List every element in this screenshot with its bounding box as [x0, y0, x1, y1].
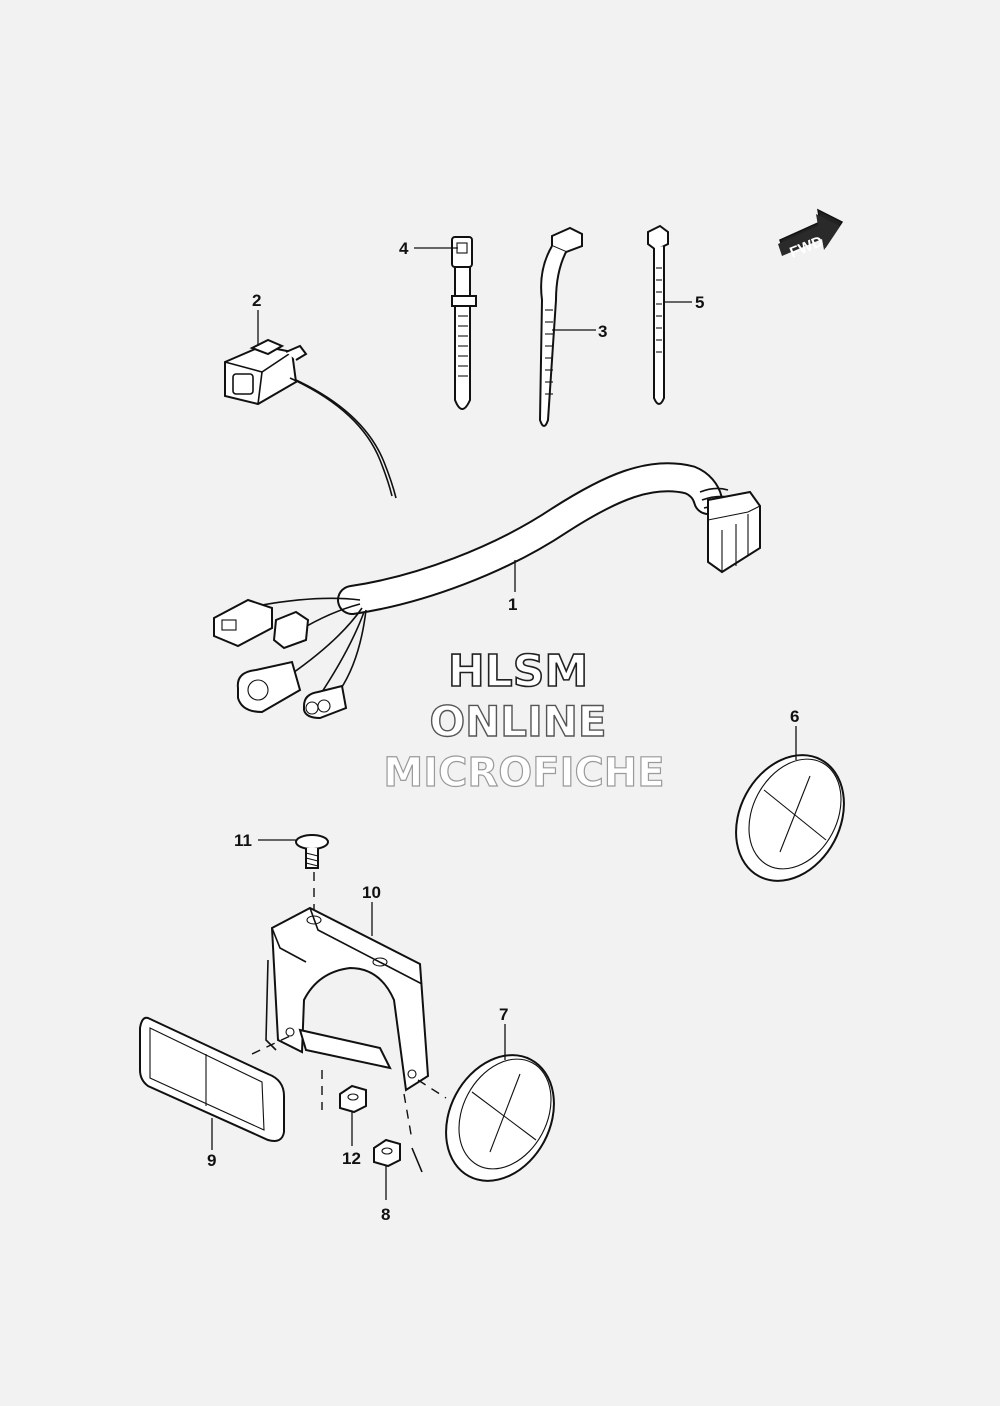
callout-9: 9: [207, 1151, 216, 1170]
nut-lower: [373, 1138, 401, 1168]
callout-8: 8: [381, 1205, 390, 1224]
callout-7: 7: [499, 1005, 508, 1024]
fwd-arrow-icon: FWD: [778, 208, 844, 262]
watermark-line3: MICROFICHE: [383, 750, 664, 796]
callout-5: 5: [695, 293, 704, 312]
callout-4: 4: [399, 239, 409, 258]
watermark-line1: HLSM: [448, 646, 588, 697]
switch-with-lead: [224, 338, 397, 499]
watermark: HLSM ONLINE MICROFICHE: [383, 645, 665, 796]
cable-tie-bent: [538, 226, 583, 427]
wiring-harness: [213, 462, 761, 720]
screw: [295, 834, 329, 918]
callout-numbers: 1 2 3 4 5 6 7 8 9 10 11 12: [207, 239, 799, 1224]
round-reflector-upper: [735, 754, 845, 882]
callout-1: 1: [508, 595, 517, 614]
callout-11: 11: [234, 831, 252, 850]
callout-6: 6: [790, 707, 799, 726]
nut-upper: [339, 1084, 367, 1114]
rectangular-reflector: [139, 1016, 285, 1142]
callout-2: 2: [252, 291, 261, 310]
mounting-bracket: [251, 906, 447, 1173]
leader-lines: [211, 247, 797, 1200]
callout-3: 3: [598, 322, 607, 341]
round-reflector-lower: [445, 1054, 555, 1182]
cable-strap-wide: [451, 236, 477, 410]
callout-12: 12: [342, 1149, 361, 1168]
callout-10: 10: [362, 883, 381, 902]
cable-tie-straight: [647, 224, 669, 405]
watermark-line2: ONLINE: [429, 697, 606, 746]
